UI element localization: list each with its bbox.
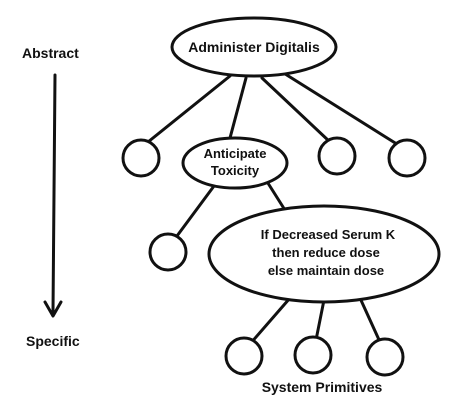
node-primitive-circle xyxy=(224,336,264,376)
edge-rule-primitive-3 xyxy=(358,296,382,344)
axis-arrowhead-icon xyxy=(43,300,63,318)
edge-root-anticipate xyxy=(228,76,248,140)
edge-root-leaf-1 xyxy=(146,74,232,144)
edge-anticipate-leaf xyxy=(172,184,216,242)
edge-root-leaf-3 xyxy=(280,70,402,148)
node-rule-line2: then reduce dose xyxy=(272,245,380,260)
node-leaf-circle xyxy=(387,138,427,178)
node-anticipate-line1: Anticipate xyxy=(204,146,267,161)
specific-label: Specific xyxy=(26,333,80,349)
node-leaf-circle xyxy=(148,232,188,272)
node-rule-line3: else maintain dose xyxy=(268,263,384,278)
node-primitive-circle xyxy=(293,335,333,375)
node-anticipate-toxicity: Anticipate Toxicity xyxy=(181,136,289,190)
edge-rule-primitive-2 xyxy=(314,298,326,342)
node-anticipate-line2: Toxicity xyxy=(211,163,260,178)
node-rule-line1: If Decreased Serum K xyxy=(261,227,396,242)
node-rule: If Decreased Serum K then reduce dose el… xyxy=(207,204,441,304)
abstract-label: Abstract xyxy=(22,45,79,61)
system-primitives-caption: System Primitives xyxy=(262,379,383,395)
abstraction-axis-line xyxy=(51,73,57,314)
node-administer-digitalis-label: Administer Digitalis xyxy=(188,39,320,55)
node-leaf-circle xyxy=(317,136,357,176)
node-primitive-circle xyxy=(365,337,405,377)
edge-rule-primitive-1 xyxy=(248,296,292,346)
node-administer-digitalis: Administer Digitalis xyxy=(170,16,338,78)
edge-root-leaf-2 xyxy=(260,76,332,144)
node-leaf-circle xyxy=(121,138,161,178)
